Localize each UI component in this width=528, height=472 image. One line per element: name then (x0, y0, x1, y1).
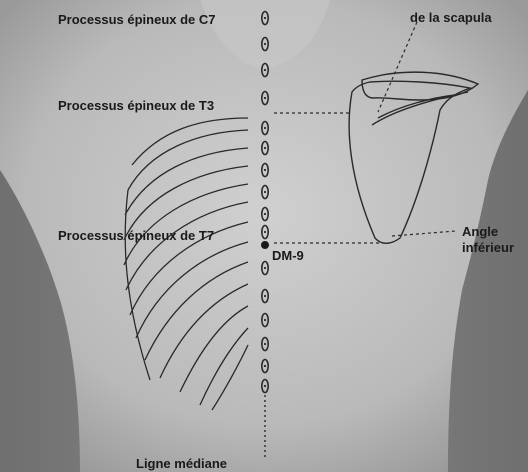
dm9-point (261, 241, 269, 249)
spinous-process-center-12 (264, 295, 266, 297)
spinous-process-center-14 (264, 343, 266, 345)
spinous-process-center-5 (264, 127, 266, 129)
label-inferieur: inférieur (462, 240, 514, 255)
spinous-process-center-15 (264, 365, 266, 367)
spinous-process-center-6 (264, 147, 266, 149)
spinous-process-center-7 (264, 169, 266, 171)
spinous-process-center-9 (264, 213, 266, 215)
label-t3: Processus épineux de T3 (58, 98, 214, 113)
label-c7: Processus épineux de C7 (58, 12, 216, 27)
label-angle: Angle (462, 224, 498, 239)
spinous-process-center-10 (264, 231, 266, 233)
spinous-process-center-8 (264, 191, 266, 193)
spinous-process-center-16 (264, 385, 266, 387)
spinous-process-center-13 (264, 319, 266, 321)
label-dm9: DM-9 (272, 248, 304, 263)
label-t7: Processus épineux de T7 (58, 228, 214, 243)
label-median-line: Ligne médiane (136, 456, 227, 471)
spinous-process-center-1 (264, 17, 266, 19)
spinous-process-center-11 (264, 267, 266, 269)
spinous-process-center-4 (264, 97, 266, 99)
label-scapula: de la scapula (410, 10, 492, 25)
spinous-process-center-3 (264, 69, 266, 71)
spinous-process-center-2 (264, 43, 266, 45)
